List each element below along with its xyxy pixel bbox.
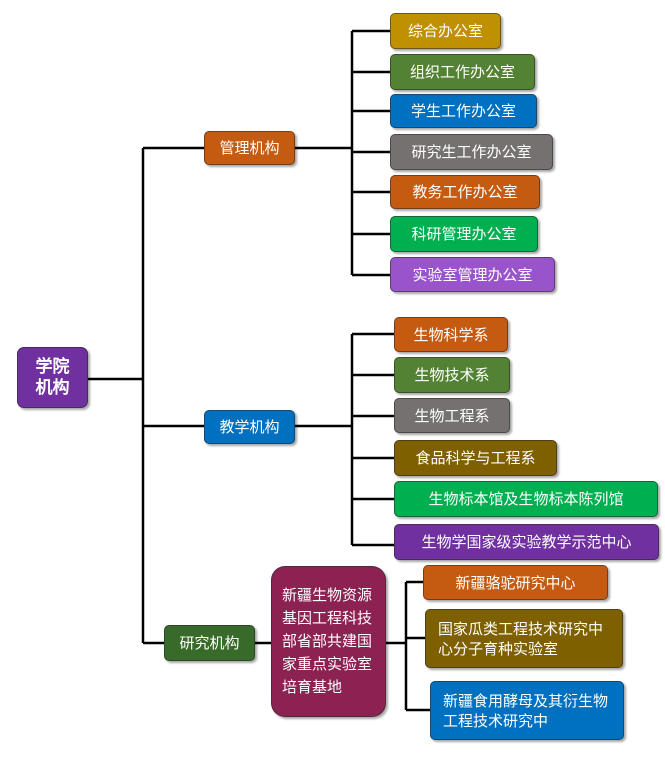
node-student-affairs-office: 学生工作办公室: [390, 94, 537, 128]
node-graduate-office: 研究生工作办公室: [390, 134, 553, 170]
node-edible-yeast-center: 新疆食用酵母及其衍生物工程技术研究中: [430, 681, 624, 740]
branch-label: 教学机构: [219, 418, 280, 436]
node-label: 实验室管理办公室: [412, 265, 533, 284]
node-lab-management-office: 实验室管理办公室: [390, 257, 555, 292]
node-label: 科研管理办公室: [411, 225, 517, 243]
node-label: 教务工作办公室: [412, 183, 518, 201]
node-melon-breeding-lab: 国家瓜类工程技术研究中心分子育种实验室: [425, 609, 623, 668]
node-specimen-museum: 生物标本馆及生物标本陈列馆: [394, 481, 658, 517]
node-research-management-office: 科研管理办公室: [390, 216, 538, 252]
root-node: 学院机构: [17, 347, 88, 408]
node-label: 研究生工作办公室: [411, 143, 532, 161]
node-organization-office: 组织工作办公室: [390, 54, 535, 90]
node-label: 学生工作办公室: [410, 102, 516, 120]
node-camel-research-center: 新疆骆驼研究中心: [423, 565, 608, 600]
node-academic-affairs-office: 教务工作办公室: [390, 175, 540, 209]
branch-label: 管理机构: [219, 139, 280, 157]
node-label: 新疆骆驼研究中心: [455, 573, 576, 592]
node-biological-science-dept: 生物科学系: [394, 317, 508, 352]
branch-label: 研究机构: [179, 634, 240, 652]
node-label: 生物技术系: [414, 366, 490, 384]
node-state-key-lab-base: 新疆生物资源基因工程科技部省部共建国家重点实验室培育基地: [271, 566, 386, 717]
node-teaching-demo-center: 生物学国家级实验教学示范中心: [394, 524, 659, 560]
node-food-science-dept: 食品科学与工程系: [394, 440, 557, 476]
node-label: 生物工程系: [414, 406, 490, 425]
node-biotechnology-dept: 生物技术系: [394, 357, 510, 393]
node-label: 新疆食用酵母及其衍生物工程技术研究中: [443, 691, 609, 730]
branch-research: 研究机构: [164, 625, 255, 661]
node-label: 综合办公室: [407, 22, 483, 40]
node-label: 生物科学系: [413, 325, 489, 344]
node-label: 生物学国家级实验教学示范中心: [421, 533, 632, 551]
branch-management: 管理机构: [204, 131, 295, 165]
root-label: 学院机构: [35, 356, 70, 398]
node-label: 新疆生物资源基因工程科技部省部共建国家重点实验室培育基地: [282, 586, 373, 696]
node-label: 国家瓜类工程技术研究中心分子育种实验室: [438, 619, 604, 658]
node-bioengineering-dept: 生物工程系: [394, 398, 510, 433]
node-label: 组织工作办公室: [409, 63, 515, 81]
branch-teaching: 教学机构: [204, 410, 295, 444]
node-label: 生物标本馆及生物标本陈列馆: [428, 490, 624, 508]
node-general-office: 综合办公室: [390, 13, 501, 49]
node-label: 食品科学与工程系: [415, 449, 536, 467]
